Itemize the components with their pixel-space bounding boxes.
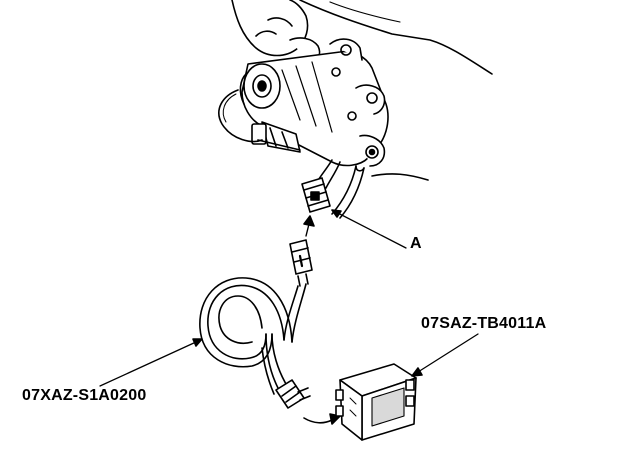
callout-test-box-label: 07SAZ-TB4011A xyxy=(421,315,547,332)
actuator-assembly xyxy=(239,38,389,167)
connect-arrow-up xyxy=(303,215,315,237)
test-harness-cable xyxy=(199,277,307,395)
callout-harness-leader xyxy=(99,338,203,387)
callout-box-leader xyxy=(411,333,479,377)
callout-a-leader xyxy=(331,209,407,249)
actuator-pigtail xyxy=(218,89,263,143)
tool-plug xyxy=(275,379,311,409)
adapter-plug xyxy=(289,239,313,287)
test-box xyxy=(335,363,417,441)
callout-harness-label: 07XAZ-S1A0200 xyxy=(22,387,147,404)
callout-a-label: A xyxy=(410,235,422,252)
connector-a xyxy=(301,177,331,213)
hand-outline xyxy=(231,0,321,65)
connect-arrow-right xyxy=(303,413,341,425)
